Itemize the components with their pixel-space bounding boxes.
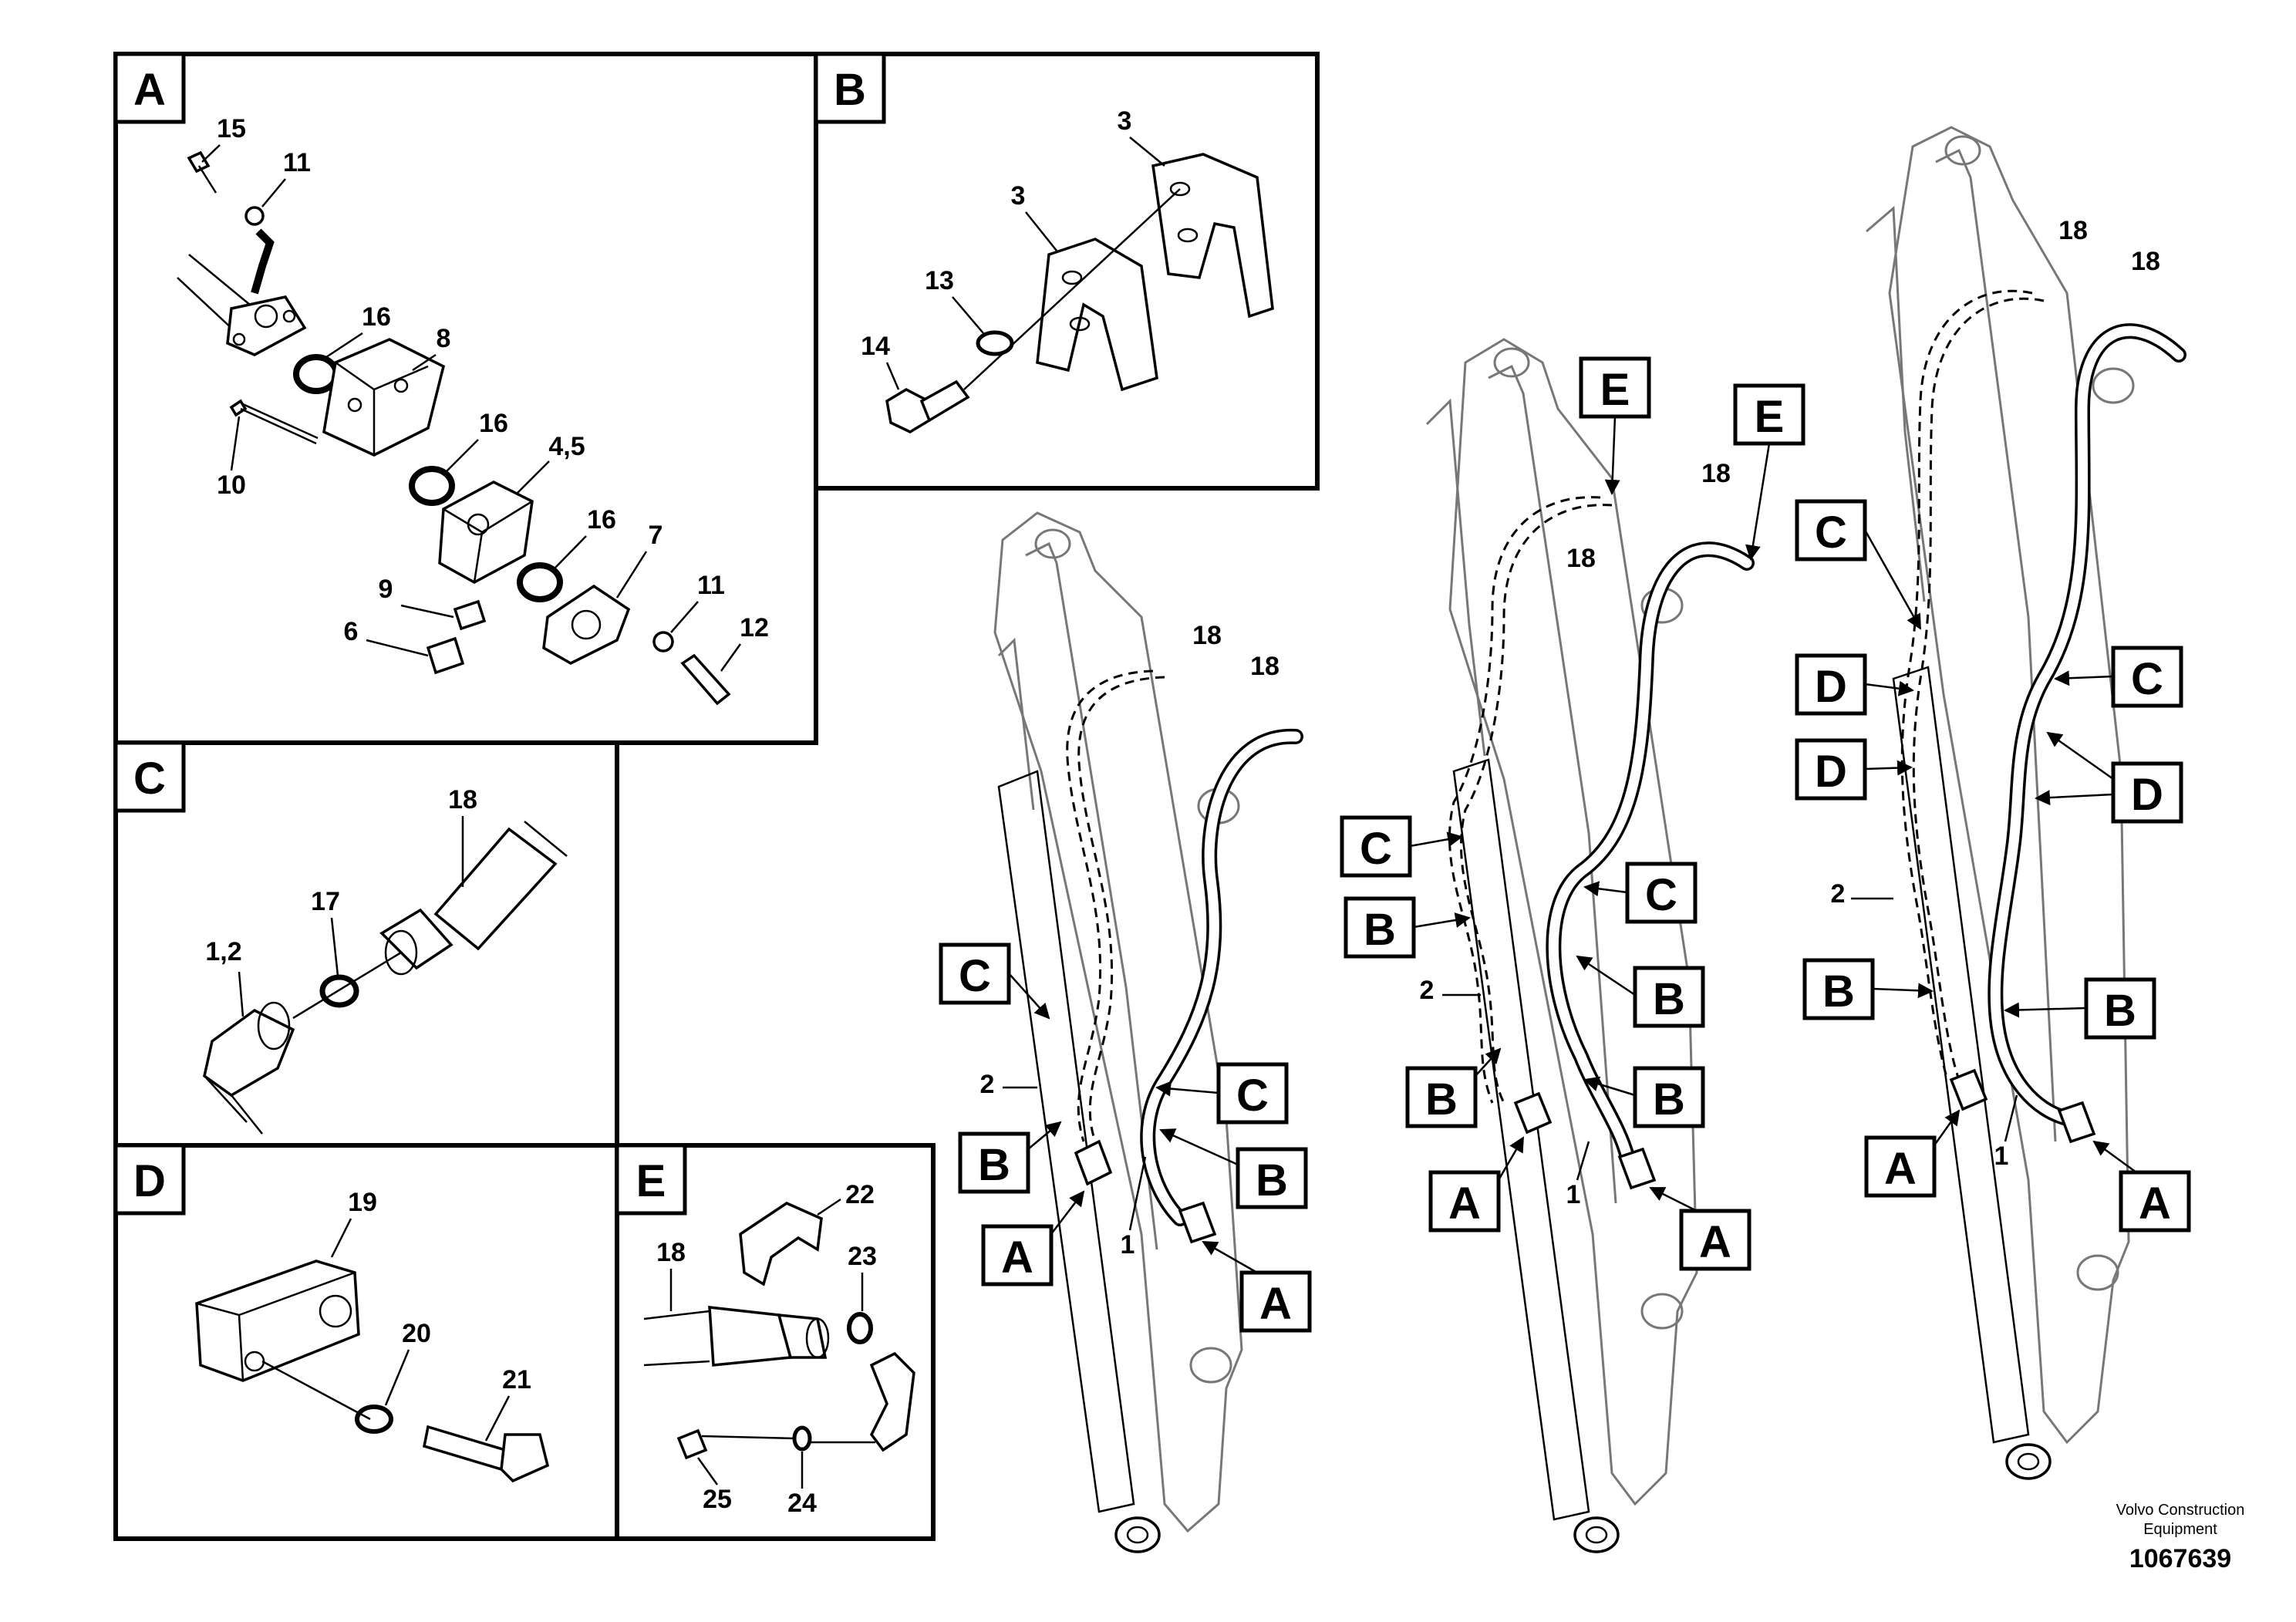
callout-16: 16 xyxy=(362,302,391,332)
boom1-tag-a-left: A xyxy=(1001,1233,1033,1283)
boom2-tag-b-left-2: B xyxy=(1425,1074,1458,1125)
callout-6: 6 xyxy=(344,617,359,646)
detail-panel-b: B 3 3 13 14 xyxy=(814,52,1320,491)
boom3-label-2: 2 xyxy=(1831,879,1846,909)
boom3-tag-b-right: B xyxy=(2104,986,2136,1036)
callout-25: 25 xyxy=(703,1485,732,1514)
callout-16: 16 xyxy=(479,409,508,438)
boom3-label-18-dashed: 18 xyxy=(2058,216,2088,245)
figure-number: 1067639 xyxy=(2129,1544,2232,1573)
boom2-label-18-solid: 18 xyxy=(1701,459,1731,488)
credit-line-1: Volvo Construction xyxy=(2116,1502,2245,1519)
boom1-tag-b-right: B xyxy=(1256,1155,1288,1206)
boom3-tag-b-left: B xyxy=(1822,966,1855,1017)
callout-7: 7 xyxy=(649,521,663,550)
boom-assembly-3: 18 18 2 1 C C D D D B B A A xyxy=(1795,126,2191,1480)
panel-b-letter: B xyxy=(834,65,866,115)
detail-panel-c: C 18 17 1,2 xyxy=(113,740,619,1148)
boom3-tag-a-left: A xyxy=(1884,1144,1917,1194)
callout-11: 11 xyxy=(283,148,311,177)
callout-15: 15 xyxy=(217,114,246,143)
boom1-tag-c-right: C xyxy=(1236,1071,1269,1121)
boom-assembly-1: 18 18 2 1 C C B B A A xyxy=(939,511,1312,1553)
boom3-tag-c-right: C xyxy=(2131,654,2163,704)
panel-e-letter: E xyxy=(636,1156,666,1206)
callout-3: 3 xyxy=(1118,106,1132,136)
boom2-tag-a-left: A xyxy=(1448,1179,1481,1229)
boom1-label-18-solid: 18 xyxy=(1250,652,1279,681)
callout-1-2: 1,2 xyxy=(205,937,241,966)
boom2-tag-b-right-2: B xyxy=(1653,1074,1685,1125)
callout-12: 12 xyxy=(740,613,769,642)
boom1-tag-a-right: A xyxy=(1259,1279,1292,1329)
boom1-label-1: 1 xyxy=(1121,1230,1135,1259)
callout-16: 16 xyxy=(587,505,616,534)
callout-10: 10 xyxy=(217,470,246,500)
boom2-tag-c-right: C xyxy=(1645,870,1677,920)
callout-17: 17 xyxy=(311,887,340,916)
boom2-tag-b-left-1: B xyxy=(1364,905,1396,955)
boom3-label-18-solid: 18 xyxy=(2131,247,2160,276)
boom-assembly-2: 18 18 2 1 E E C C B B B B A A xyxy=(1340,338,1805,1553)
boom2-tag-c-left: C xyxy=(1360,824,1392,874)
callout-18: 18 xyxy=(656,1238,686,1267)
boom2-label-2: 2 xyxy=(1420,976,1435,1005)
boom3-tag-d-left-1: D xyxy=(1815,662,1847,712)
boom1-label-2: 2 xyxy=(980,1070,995,1099)
boom3-tag-c-left: C xyxy=(1815,508,1847,558)
callout-22: 22 xyxy=(845,1180,875,1209)
boom3-tag-a-right: A xyxy=(2139,1179,2171,1229)
boom2-label-1: 1 xyxy=(1566,1180,1581,1209)
boom1-tag-b-left: B xyxy=(978,1140,1010,1190)
callout-11: 11 xyxy=(697,571,725,600)
callout-24: 24 xyxy=(787,1489,817,1518)
callout-4-5: 4,5 xyxy=(548,432,585,461)
callout-14: 14 xyxy=(861,332,890,361)
boom2-tag-b-right-1: B xyxy=(1653,974,1685,1024)
boom1-label-18-dashed: 18 xyxy=(1192,621,1222,650)
panel-d-letter: D xyxy=(133,1156,166,1206)
boom2-tag-e-right: E xyxy=(1755,392,1785,442)
credit-line-2: Equipment xyxy=(2143,1521,2217,1538)
panel-a-letter: A xyxy=(133,65,166,115)
callout-3: 3 xyxy=(1011,181,1026,211)
callout-20: 20 xyxy=(402,1319,431,1348)
detail-panel-d: D 19 20 21 xyxy=(113,1143,619,1541)
boom3-tag-d-right: D xyxy=(2131,770,2163,820)
detail-panel-e: E 22 18 23 25 24 xyxy=(615,1143,936,1541)
callout-9: 9 xyxy=(379,575,393,604)
boom2-label-18-dashed: 18 xyxy=(1566,544,1596,573)
callout-18: 18 xyxy=(448,785,477,814)
boom3-label-1: 1 xyxy=(1994,1141,2009,1171)
boom2-tag-a-right: A xyxy=(1699,1217,1731,1267)
callout-19: 19 xyxy=(348,1188,377,1217)
boom3-tag-d-left-2: D xyxy=(1815,747,1847,797)
boom1-tag-c-left: C xyxy=(959,951,991,1001)
callout-21: 21 xyxy=(502,1365,531,1394)
callout-13: 13 xyxy=(925,266,954,295)
boom2-tag-e-left: E xyxy=(1600,365,1630,415)
panel-c-letter: C xyxy=(133,754,166,804)
callout-8: 8 xyxy=(437,324,451,353)
detail-panel-a: A 15 xyxy=(113,52,818,745)
callout-23: 23 xyxy=(848,1242,877,1271)
